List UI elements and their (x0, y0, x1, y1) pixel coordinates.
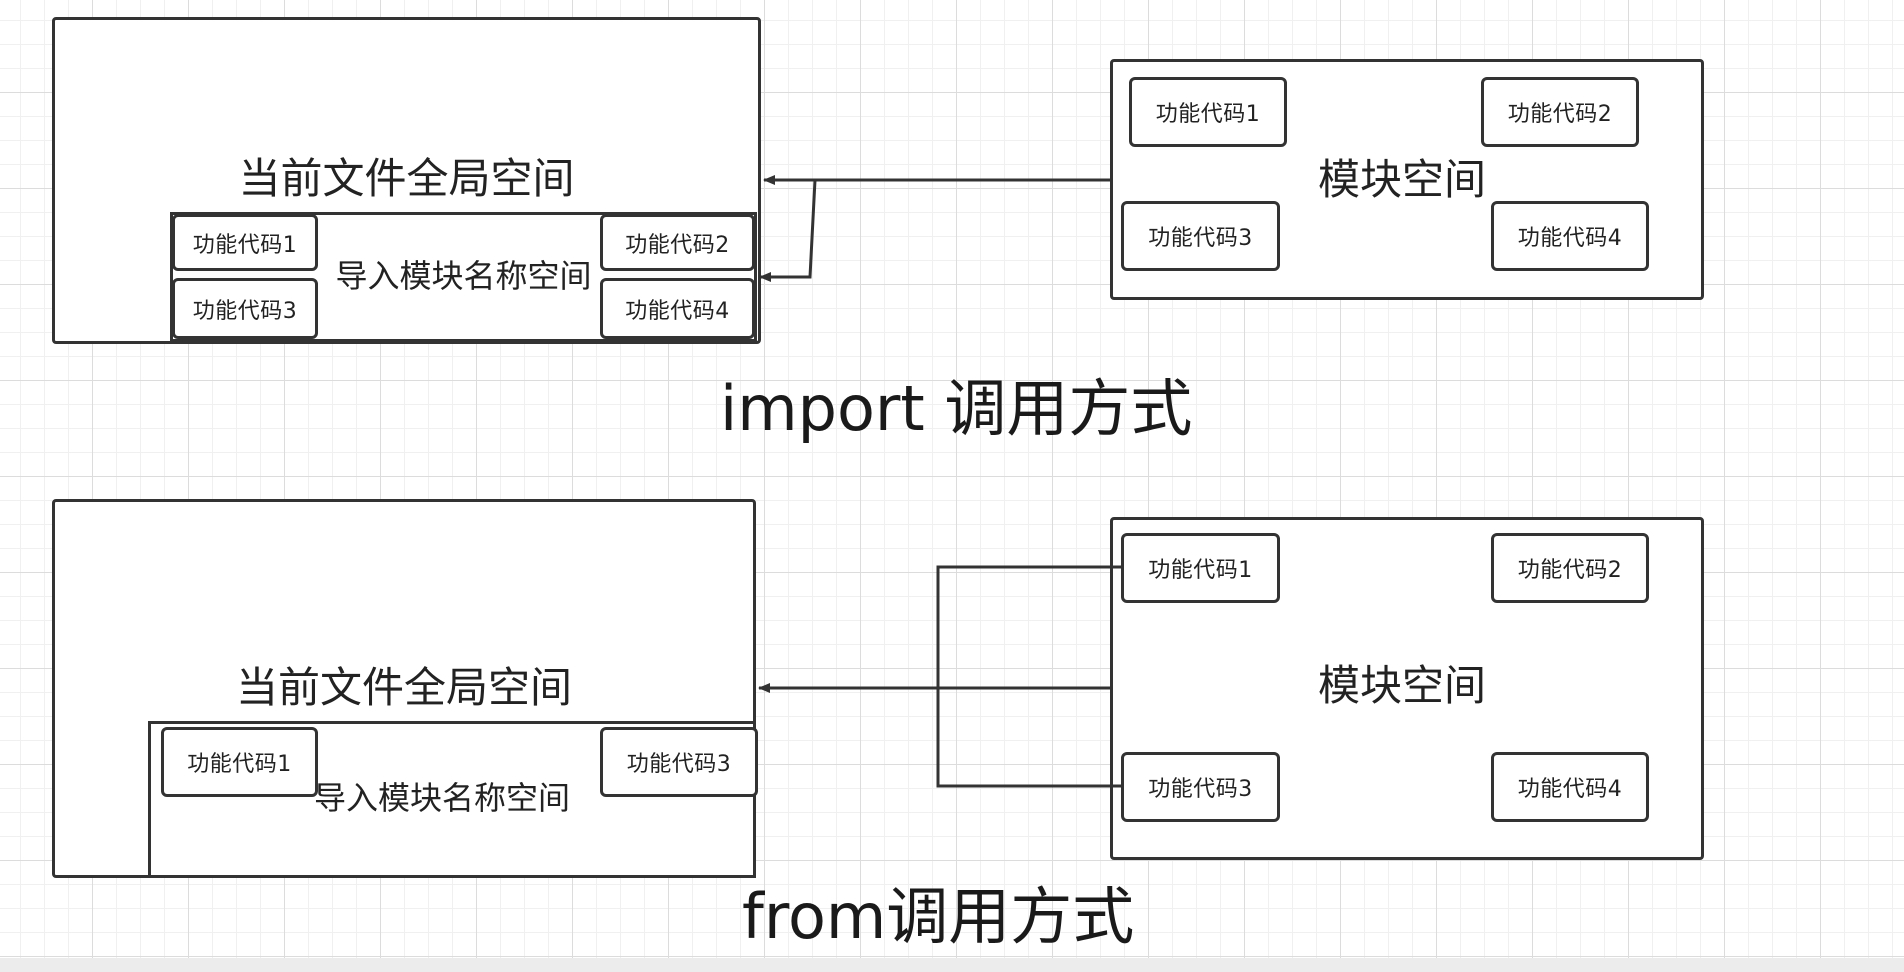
module-code-2-from: 功能代码2 (1491, 533, 1649, 603)
import-namespace-label-from: 导入模块名称空间 (314, 779, 571, 817)
module-code-3-from: 功能代码3 (1121, 752, 1280, 822)
import-code-3: 功能代码3 (172, 278, 318, 339)
arrow-branch-to-namespace-import (759, 179, 817, 282)
module-code-2-import: 功能代码2 (1481, 77, 1639, 147)
current-global-space-label-from: 当前文件全局空间 (235, 663, 572, 712)
import-code-1-from: 功能代码1 (161, 727, 318, 797)
import-code-4: 功能代码4 (600, 278, 755, 339)
import-namespace-label-import: 导入模块名称空间 (335, 257, 592, 295)
bottom-strip (0, 958, 1904, 972)
current-global-space-label-import: 当前文件全局空间 (238, 154, 575, 203)
module-code-1-import: 功能代码1 (1129, 77, 1287, 147)
module-code-3-import: 功能代码3 (1121, 201, 1280, 271)
module-code-4-from: 功能代码4 (1491, 752, 1649, 822)
bracket-code1-code3-from (936, 565, 1121, 788)
module-space-label-import: 模块空间 (1318, 155, 1487, 204)
import-code-1: 功能代码1 (172, 214, 318, 271)
module-code-4-import: 功能代码4 (1491, 201, 1649, 271)
caption-import: import 调用方式 (720, 372, 1193, 445)
import-code-2: 功能代码2 (600, 214, 755, 271)
import-code-3-from: 功能代码3 (600, 727, 758, 797)
module-code-1-from: 功能代码1 (1121, 533, 1280, 603)
caption-from: from调用方式 (742, 880, 1135, 953)
module-space-label-from: 模块空间 (1318, 661, 1487, 710)
